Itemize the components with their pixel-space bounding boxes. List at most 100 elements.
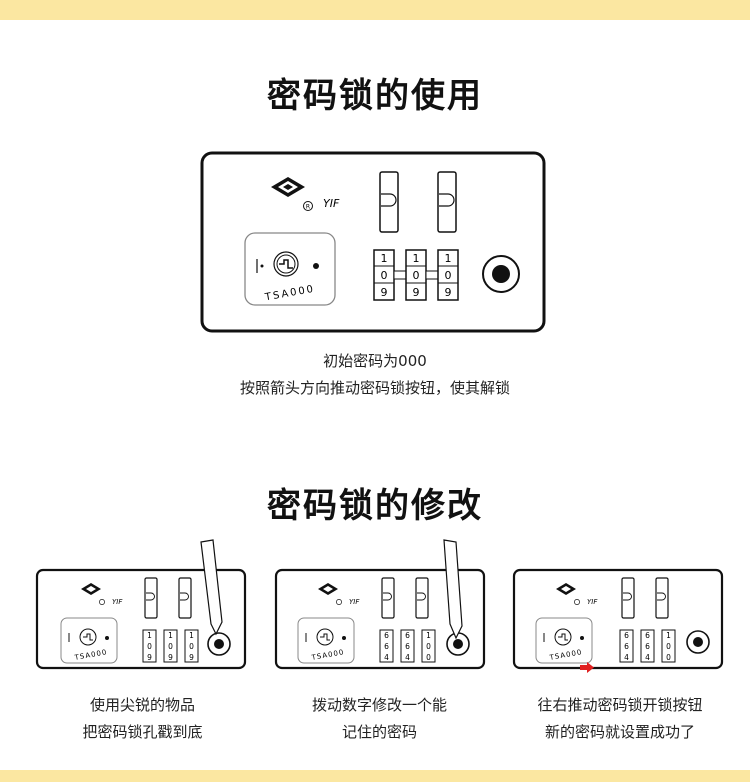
release-button-1 (621, 577, 635, 619)
tsa-key-panel: TSA000 (535, 617, 593, 664)
reset-hole-icon (446, 632, 470, 656)
brand-logo-icon (271, 177, 305, 197)
registered-icon (99, 599, 105, 605)
brand-logo-icon (318, 583, 338, 595)
release-button-2 (178, 577, 192, 619)
wheel-1-mid: 6 (384, 642, 389, 651)
wheel-1: 1 0 9 (142, 629, 157, 663)
wheel-2: 6 6 4 (400, 629, 415, 663)
wheel-connector (425, 270, 439, 280)
release-button-2 (437, 171, 457, 233)
step3-caption-line1: 往右推动密码锁开锁按钮 (537, 696, 703, 714)
step3-lock-diagram: YIF TSA000 6 6 4 6 6 4 1 0 0 (512, 568, 724, 673)
usage-title: 密码锁的使用 (267, 76, 483, 116)
wheel-3-mid: 0 (426, 642, 431, 651)
wheel-1: 6 6 4 (619, 629, 634, 663)
usage-caption-line1: 初始密码为000 (323, 352, 427, 370)
wheel-3: 1 0 0 (421, 629, 436, 663)
wheel-3-mid: 0 (189, 642, 194, 651)
usage-caption: 初始密码为000 按照箭头方向推动密码锁按钮，使其解锁 (0, 348, 750, 402)
wheel-2-top: 1 (413, 252, 420, 265)
wheel-3-bot: 9 (445, 286, 452, 299)
registered-icon (574, 599, 580, 605)
wheel-3-top: 1 (445, 252, 452, 265)
reset-hole-icon (482, 255, 520, 293)
registered-mark: R (306, 204, 310, 211)
wheel-2-mid: 0 (168, 642, 173, 651)
wheel-1-top: 1 (381, 252, 388, 265)
wheel-3-mid: 0 (666, 642, 671, 651)
step2-caption: 拨动数字修改一个能 记住的密码 (272, 692, 487, 746)
step3-caption: 往右推动密码锁开锁按钮 新的密码就设置成功了 (505, 692, 735, 746)
usage-caption-line2: 按照箭头方向推动密码锁按钮，使其解锁 (239, 379, 510, 397)
step1-caption: 使用尖锐的物品 把密码锁孔戳到底 (35, 692, 250, 746)
release-button-2 (655, 577, 669, 619)
brand-logo-icon (556, 583, 576, 595)
brand-name: YIF (587, 598, 598, 606)
step1-caption-line2: 把密码锁孔戳到底 (82, 723, 203, 741)
wheel-3-bot: 0 (426, 653, 431, 662)
wheel-2-bot: 9 (413, 286, 420, 299)
wheel-1-bot: 4 (384, 653, 389, 662)
wheel-1-mid: 0 (147, 642, 152, 651)
release-button-1 (381, 577, 395, 619)
wheel-1: 6 6 4 (379, 629, 394, 663)
wheel-2-mid: 0 (413, 269, 420, 282)
wheel-2-mid: 6 (645, 642, 650, 651)
wheel-1-bot: 9 (381, 286, 388, 299)
pin-tool-icon (443, 539, 463, 640)
wheel-2: 6 6 4 (640, 629, 655, 663)
wheel-3-mid: 0 (445, 269, 452, 282)
wheel-2-top: 1 (168, 631, 173, 640)
wheel-connector (393, 270, 407, 280)
wheel-3: 1 0 9 (437, 249, 459, 301)
lock-diagram-main: R YIF TSA000 1 0 9 1 0 9 1 0 (200, 151, 546, 333)
wheel-2: 1 0 9 (405, 249, 427, 301)
brand-logo-icon (81, 583, 101, 595)
reset-hole-icon (686, 630, 710, 654)
tsa-key-panel: TSA000 (297, 617, 355, 664)
wheel-2: 1 0 9 (163, 629, 178, 663)
wheel-2-mid: 6 (405, 642, 410, 651)
registered-icon (336, 599, 342, 605)
release-button-1 (379, 171, 399, 233)
pin-tool-icon (200, 539, 223, 636)
wheel-2-bot: 9 (168, 653, 173, 662)
tsa-key-panel: TSA000 (60, 617, 118, 664)
wheel-1-top: 6 (384, 631, 389, 640)
release-button-1 (144, 577, 158, 619)
bottom-yellow-band (0, 770, 750, 782)
step1-caption-line1: 使用尖锐的物品 (89, 696, 195, 714)
wheel-3: 1 0 0 (661, 629, 676, 663)
wheel-1-bot: 4 (624, 653, 629, 662)
brand-name: YIF (323, 197, 340, 210)
wheel-1-mid: 6 (624, 642, 629, 651)
reset-hole-icon (207, 632, 231, 656)
wheel-2-bot: 4 (405, 653, 410, 662)
wheel-2-top: 6 (405, 631, 410, 640)
wheel-3-top: 1 (426, 631, 431, 640)
step2-caption-line2: 记住的密码 (341, 723, 417, 741)
registered-icon (303, 201, 313, 211)
push-right-arrow-icon (580, 662, 594, 673)
brand-name: YIF (112, 598, 123, 606)
wheel-1: 1 0 9 (373, 249, 395, 301)
change-title: 密码锁的修改 (267, 486, 483, 526)
brand-name: YIF (349, 598, 360, 606)
wheel-2-bot: 4 (645, 653, 650, 662)
release-button-2 (415, 577, 429, 619)
wheel-1-top: 1 (147, 631, 152, 640)
wheel-3-bot: 9 (189, 653, 194, 662)
tsa-key-panel: TSA000 (244, 232, 336, 306)
step2-caption-line1: 拨动数字修改一个能 (311, 696, 447, 714)
wheel-3-bot: 0 (666, 653, 671, 662)
wheel-3-top: 1 (189, 631, 194, 640)
step3-caption-line2: 新的密码就设置成功了 (544, 723, 695, 741)
wheel-1-mid: 0 (381, 269, 388, 282)
wheel-1-top: 6 (624, 631, 629, 640)
wheel-3: 1 0 9 (184, 629, 199, 663)
top-yellow-band (0, 0, 750, 20)
wheel-3-top: 1 (666, 631, 671, 640)
wheel-1-bot: 9 (147, 653, 152, 662)
wheel-2-top: 6 (645, 631, 650, 640)
